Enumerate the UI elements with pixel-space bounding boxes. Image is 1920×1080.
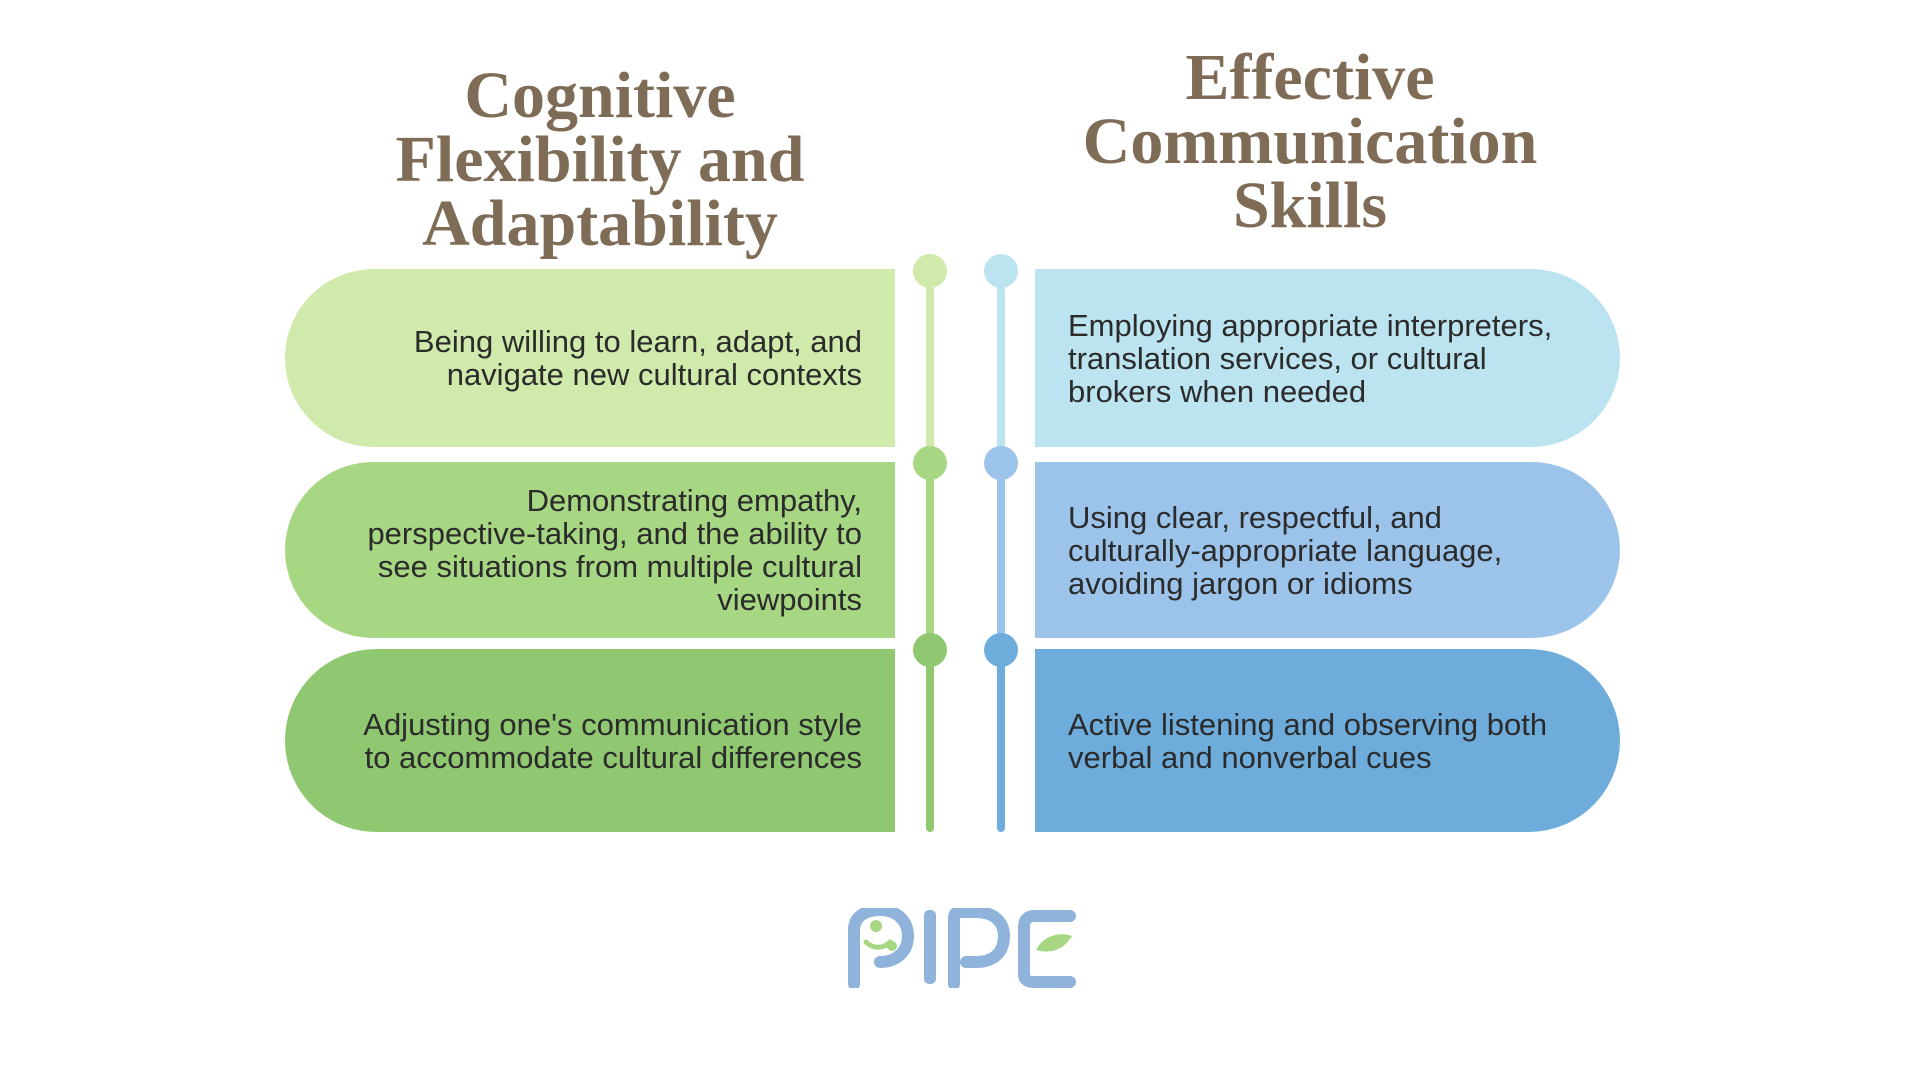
right-item-3: Active listening and observing both verb… bbox=[1035, 649, 1620, 832]
logo-leaf bbox=[1036, 934, 1072, 952]
logo-letter-e bbox=[1018, 910, 1076, 988]
left-connector-line-3 bbox=[926, 650, 934, 832]
right-connector-line-2 bbox=[997, 462, 1005, 652]
left-connector-dot-2 bbox=[913, 446, 947, 480]
left-item-1-text: Being willing to learn, adapt, and navig… bbox=[413, 324, 862, 392]
left-connector-line-1 bbox=[926, 286, 934, 466]
right-column-heading: Effective Communication Skills bbox=[1082, 41, 1538, 242]
right-item-2: Using clear, respectful, and culturally-… bbox=[1035, 462, 1620, 638]
left-item-2: Demonstrating empathy, perspective-takin… bbox=[285, 462, 895, 638]
right-connector-line-3 bbox=[997, 650, 1005, 832]
right-connector-dot-3 bbox=[984, 633, 1018, 667]
right-item-1: Employing appropriate interpreters, tran… bbox=[1035, 269, 1620, 447]
left-item-1: Being willing to learn, adapt, and navig… bbox=[285, 269, 895, 447]
logo-letter-p1 bbox=[848, 908, 915, 988]
right-connector-line-1 bbox=[997, 286, 1005, 466]
left-connector-dot-3 bbox=[913, 633, 947, 667]
right-item-1-text: Employing appropriate interpreters, tran… bbox=[1068, 307, 1553, 409]
left-item-3-text: Adjusting one's communication style to a… bbox=[363, 706, 862, 775]
left-column-heading: Cognitive Flexibility and Adaptability bbox=[395, 59, 805, 260]
logo-figure-head bbox=[870, 920, 882, 932]
right-connector-dot-2 bbox=[984, 446, 1018, 480]
right-item-2-text: Using clear, respectful, and culturally-… bbox=[1068, 499, 1503, 601]
left-item-3: Adjusting one's communication style to a… bbox=[285, 649, 895, 832]
left-connector-dot-1 bbox=[913, 254, 947, 288]
left-connector-line-2 bbox=[926, 462, 934, 652]
logo-letter-p2 bbox=[948, 908, 1010, 988]
pipe-logo bbox=[848, 908, 1076, 988]
left-item-2-text: Demonstrating empathy, perspective-takin… bbox=[367, 483, 862, 617]
logo-figure-body bbox=[863, 939, 893, 950]
right-connector-dot-1 bbox=[984, 254, 1018, 288]
logo-letter-i bbox=[924, 910, 936, 984]
right-item-3-text: Active listening and observing both verb… bbox=[1068, 706, 1548, 775]
logo-figure-dot bbox=[887, 941, 897, 951]
